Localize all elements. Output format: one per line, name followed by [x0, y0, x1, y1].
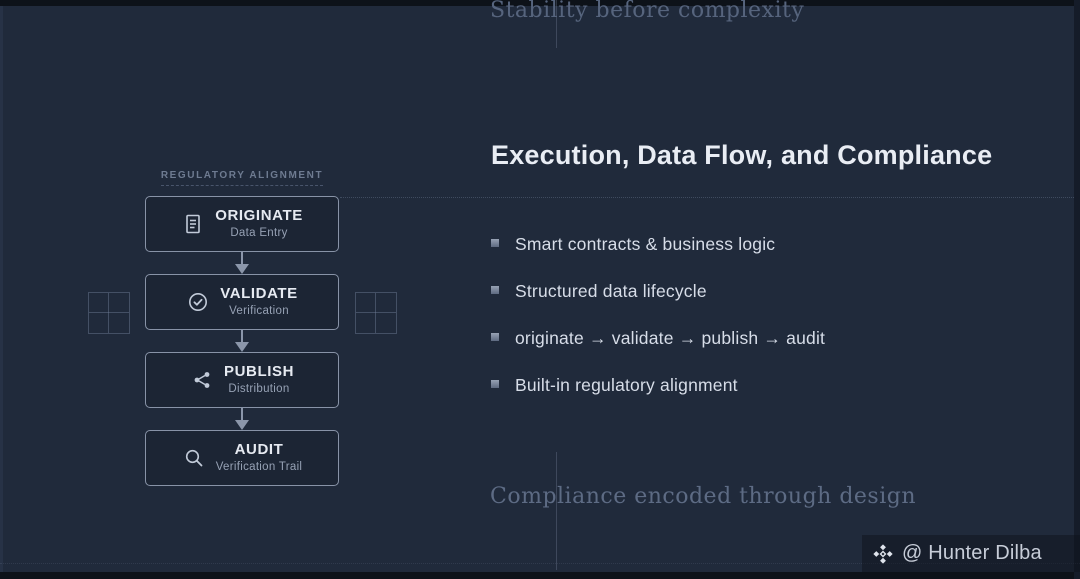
bullet-marker: [491, 239, 499, 247]
step-title: VALIDATE: [220, 285, 298, 303]
step-subtitle: Verification Trail: [215, 461, 303, 474]
vertical-guide-line-bottom: [556, 452, 557, 570]
list-item: Built-in regulatory alignment: [491, 374, 825, 396]
bullet-text: Smart contracts & business logic: [515, 234, 776, 254]
flow-arrow-down: [235, 252, 249, 274]
diagram-label: REGULATORY ALIGNMENT: [145, 165, 339, 186]
dotted-guide-line-low: [0, 563, 1080, 564]
bullet-text: originate → validate → publish → audit: [515, 328, 826, 348]
step-subtitle: Data Entry: [230, 227, 288, 240]
step-title: AUDIT: [234, 441, 284, 459]
frame-edge-bottom: [0, 572, 1080, 579]
grid-ornament-right: [355, 292, 397, 334]
diagram-label-text: REGULATORY ALIGNMENT: [160, 170, 324, 186]
frame-edge-left: [0, 6, 3, 572]
flow-arrow-down: [235, 408, 249, 430]
flow-arrow-down: [235, 330, 249, 352]
document-icon: [186, 214, 200, 234]
watermark: @ Hunter Dilba: [862, 535, 1080, 572]
bullet-text: Structured data lifecycle: [515, 281, 707, 301]
flow-step-originate: ORIGINATE Data Entry: [145, 196, 339, 252]
frame-edge-top: [0, 0, 1080, 6]
list-item: Structured data lifecycle: [491, 280, 825, 302]
dotted-guide-line-mid: [340, 197, 1074, 198]
bullet-list: Smart contracts & business logic Structu…: [491, 233, 825, 421]
frame-edge-right: [1074, 0, 1080, 579]
step-title: PUBLISH: [223, 363, 295, 381]
watermark-handle: @ Hunter Dilba: [902, 542, 1042, 564]
binance-diamond-icon: [873, 543, 893, 564]
bullet-marker: [491, 333, 499, 341]
top-caption: Stability before complexity: [490, 0, 805, 23]
share-icon: [194, 372, 210, 388]
step-title: ORIGINATE: [215, 207, 303, 225]
magnifier-icon: [185, 449, 203, 467]
flow-step-audit: AUDIT Verification Trail: [145, 430, 339, 486]
list-item: originate → validate → publish → audit: [491, 327, 825, 349]
step-subtitle: Verification: [229, 305, 289, 318]
bullet-text: Built-in regulatory alignment: [515, 375, 738, 395]
vertical-guide-line-top: [556, 0, 557, 48]
flow-step-publish: PUBLISH Distribution: [145, 352, 339, 408]
grid-ornament-left: [88, 292, 130, 334]
check-circle-icon: [189, 293, 208, 311]
flow-step-validate: VALIDATE Verification: [145, 274, 339, 330]
bottom-caption: Compliance encoded through design: [490, 484, 917, 509]
bullet-marker: [491, 380, 499, 388]
list-item: Smart contracts & business logic: [491, 233, 825, 255]
bullet-marker: [491, 286, 499, 294]
step-subtitle: Distribution: [228, 383, 290, 396]
page-title: Execution, Data Flow, and Compliance: [491, 140, 993, 170]
